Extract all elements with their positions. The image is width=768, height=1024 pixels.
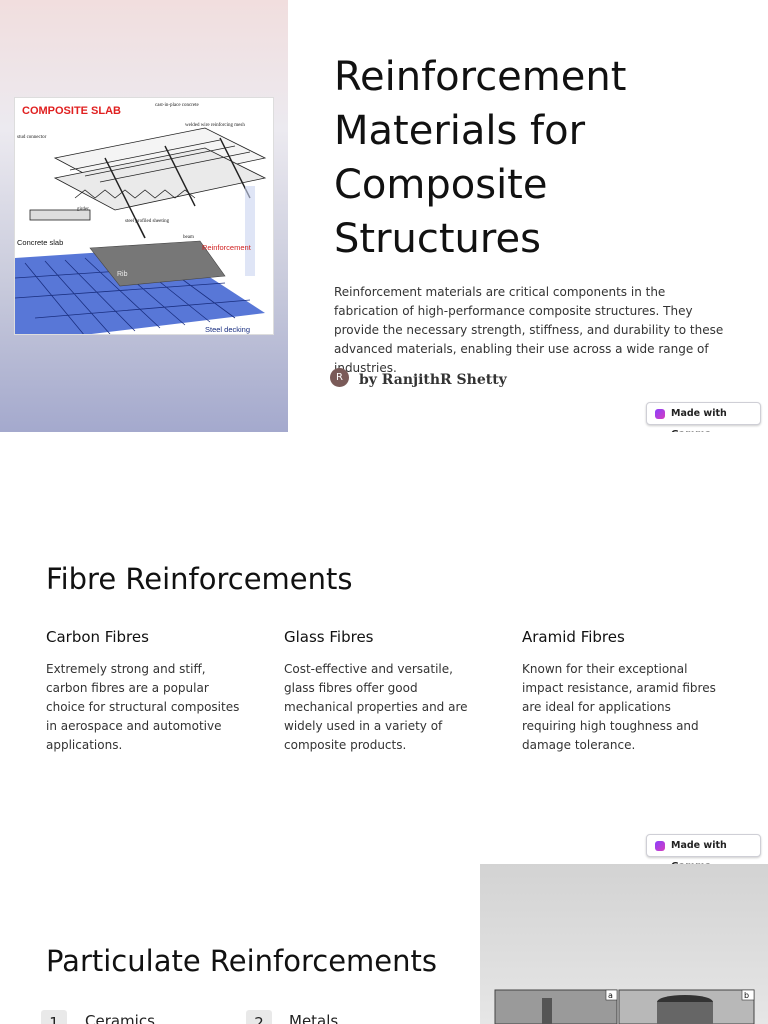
diagram-label-mesh: welded wire reinforcing mesh xyxy=(185,123,245,128)
author-avatar: R xyxy=(330,368,349,387)
intro-text: Reinforcement materials are critical com… xyxy=(334,285,724,375)
diagram-label-rib: Rib xyxy=(117,271,128,278)
slab-drawing xyxy=(29,127,267,239)
diagram-heading: COMPOSITE SLAB xyxy=(22,105,121,117)
diagram-label-concrete: cast-in-place concrete xyxy=(155,103,200,108)
photo-tag-b: b xyxy=(744,991,749,1000)
composite-slab-diagram: COMPOSITE SLAB cast-in-place concrete we… xyxy=(14,97,274,335)
list-number: 1 xyxy=(41,1010,67,1024)
diagram-label-concrete-slab: Concrete slab xyxy=(17,238,63,247)
title-slide: COMPOSITE SLAB cast-in-place concrete we… xyxy=(0,0,768,440)
diagram-label-girder: girder xyxy=(77,207,89,212)
card-title: Glass Fibres xyxy=(284,628,374,646)
gamma-logo-icon xyxy=(655,841,665,851)
card-text: Known for their exceptional impact resis… xyxy=(522,662,716,752)
card-text: Cost-effective and versatile, glass fibr… xyxy=(284,662,468,752)
card-carbon-fibres: Carbon Fibres Extremely strong and stiff… xyxy=(46,628,246,755)
made-with-gamma-badge[interactable]: Made with Gamma xyxy=(646,402,761,440)
particulate-section-title: Particulate Reinforcements xyxy=(46,944,437,978)
diagram-label-stud: stud connector xyxy=(17,135,47,140)
card-text: Extremely strong and stiff, carbon fibre… xyxy=(46,662,240,752)
decking-drawing xyxy=(15,186,265,334)
fibre-slide: Fibre Reinforcements Carbon Fibres Extre… xyxy=(0,432,768,872)
list-item-ceramics: Ceramics xyxy=(85,1012,155,1024)
diagram-label-decking: Steel decking xyxy=(205,325,250,334)
made-with-gamma-badge[interactable]: Made with Gamma xyxy=(646,834,761,872)
diagram-label-sheeting: steel profiled sheeting xyxy=(125,219,170,224)
hero-panel: COMPOSITE SLAB cast-in-place concrete we… xyxy=(0,0,288,432)
list-number: 2 xyxy=(246,1010,272,1024)
particulate-slide: Particulate Reinforcements 1 Ceramics 2 … xyxy=(0,864,768,1024)
card-title: Carbon Fibres xyxy=(46,628,149,646)
diagram-label-reinforcement: Reinforcement xyxy=(202,243,252,252)
diagram-label-beam: beam xyxy=(183,235,194,240)
card-title: Aramid Fibres xyxy=(522,628,625,646)
list-item-metals: Metals xyxy=(289,1012,339,1024)
card-glass-fibres: Glass Fibres Cost-effective and versatil… xyxy=(284,628,479,755)
card-aramid-fibres: Aramid Fibres Known for their exceptiona… xyxy=(522,628,722,755)
main-title: Reinforcement Materials for Composite St… xyxy=(334,54,627,262)
gamma-logo-icon xyxy=(655,409,665,419)
photo-tag-a: a xyxy=(608,991,613,1000)
author-name: by RanjithR Shetty xyxy=(359,372,507,388)
fibre-section-title: Fibre Reinforcements xyxy=(46,562,353,596)
particulate-photo: a b xyxy=(480,864,768,1024)
